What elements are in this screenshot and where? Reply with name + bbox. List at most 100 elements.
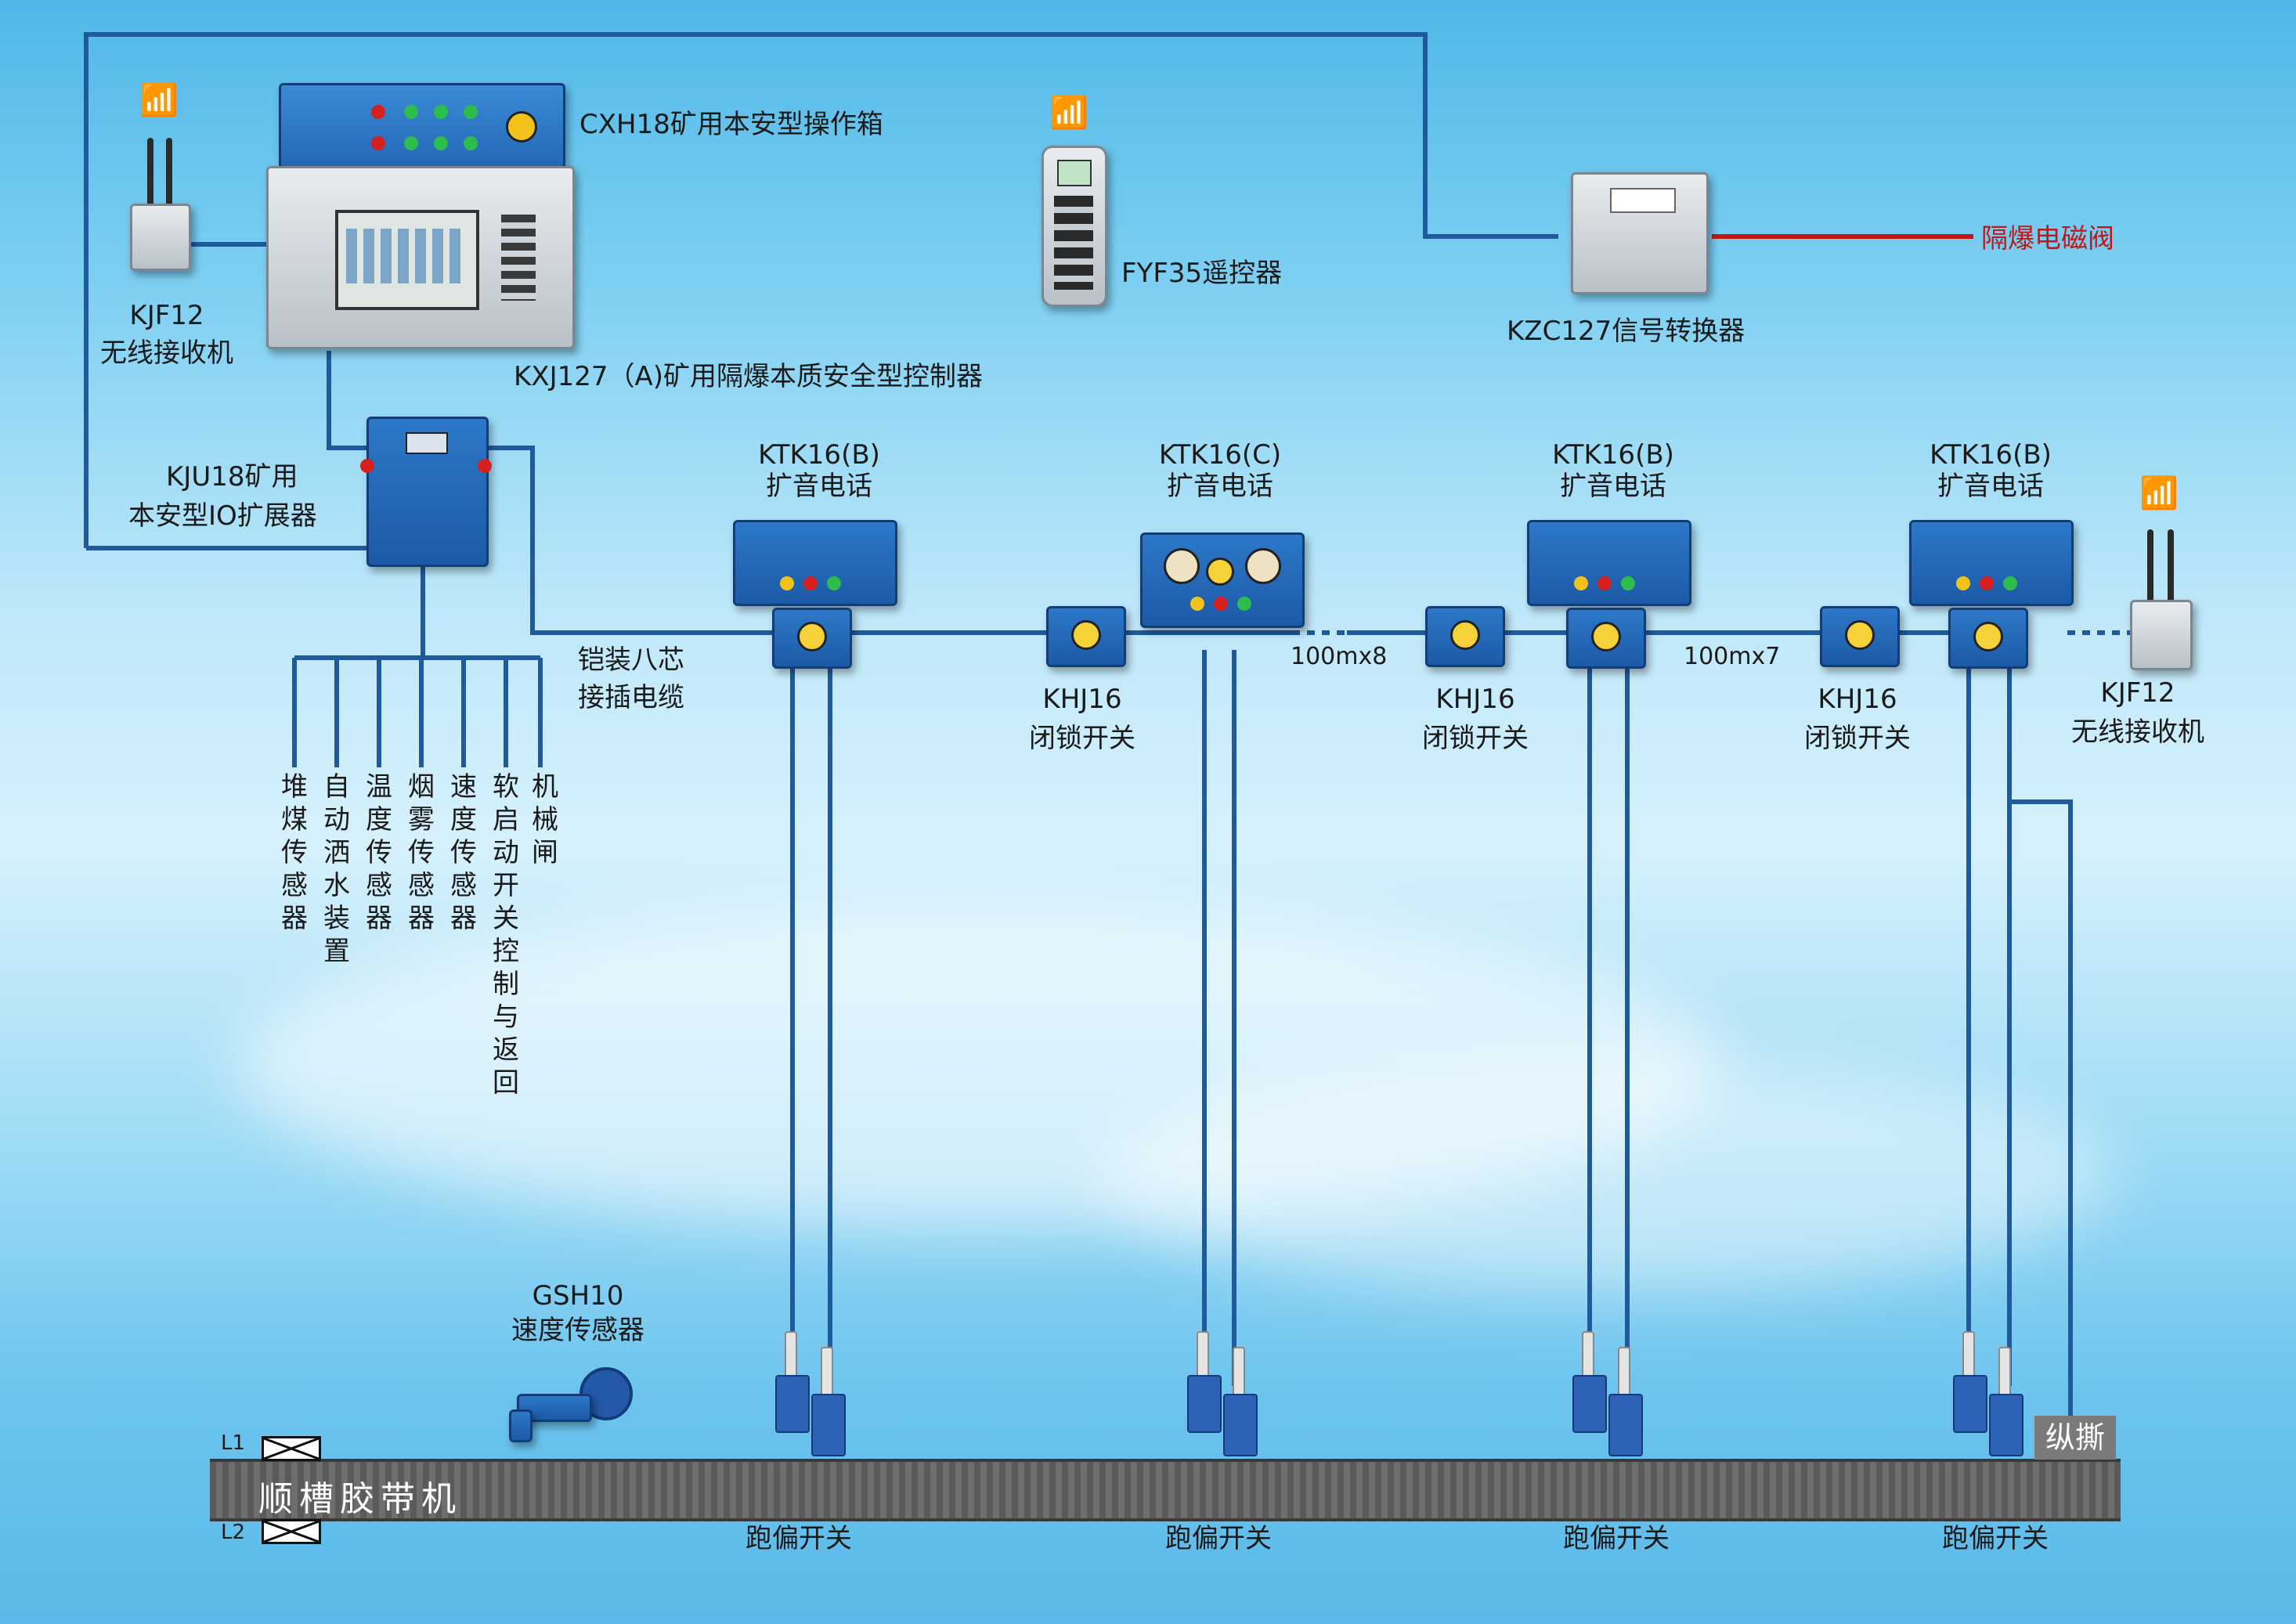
sensor-label: 速度传感器 bbox=[450, 771, 477, 934]
indicator-icon bbox=[1597, 576, 1612, 590]
phone-model: KTK16(C) bbox=[1158, 439, 1282, 471]
indicator-icon bbox=[1190, 597, 1204, 611]
phone-name: 扩音电话 bbox=[1937, 471, 2044, 502]
kju18-io-expander bbox=[360, 412, 493, 568]
speaker-icon bbox=[1591, 622, 1621, 651]
ktk16b-phone bbox=[1522, 517, 1695, 669]
deviation-label: 跑偏开关 bbox=[1563, 1523, 1670, 1554]
switch-icon bbox=[1450, 620, 1480, 650]
fyf35-remote: 📶 bbox=[1034, 94, 1112, 310]
indicator-icon bbox=[1956, 576, 1970, 590]
antenna-icon bbox=[147, 138, 153, 224]
deviation-label: 跑偏开关 bbox=[745, 1523, 852, 1554]
red-connector-icon bbox=[360, 459, 374, 473]
gsh10-name: 速度传感器 bbox=[511, 1315, 644, 1346]
fyf35-label: FYF35遥控器 bbox=[1121, 258, 1283, 289]
phone-model: KTK16(B) bbox=[1930, 439, 2052, 471]
deviation-switch-pair bbox=[775, 1323, 854, 1456]
antenna-icon bbox=[2147, 529, 2153, 623]
sensor-label: 机械闸 bbox=[532, 771, 558, 868]
gauge-icon bbox=[1245, 548, 1281, 584]
switch-icon bbox=[1845, 620, 1875, 650]
lock-model: KHJ16 bbox=[1435, 684, 1515, 715]
speaker-icon bbox=[797, 622, 827, 651]
span-label: 100mx8 bbox=[1291, 643, 1388, 670]
phone-model: KTK16(B) bbox=[1552, 439, 1674, 471]
span-label: 100mx7 bbox=[1684, 643, 1781, 670]
kxj127-controller bbox=[266, 166, 575, 349]
belt-label: 顺槽胶带机 bbox=[258, 1479, 462, 1519]
gsh10-speed-sensor bbox=[509, 1362, 634, 1442]
kju18-line2: 本安型IO扩展器 bbox=[128, 500, 317, 532]
cable-label-1: 铠装八芯 bbox=[578, 644, 684, 676]
sensor-label: 软启动开关控制与返回 bbox=[493, 771, 519, 1099]
l1-label: L1 bbox=[221, 1431, 246, 1455]
ktk16b-phone bbox=[728, 517, 901, 669]
sensor-label: 堆煤传感器 bbox=[281, 771, 308, 934]
kxj127-label: KXJ127（A)矿用隔爆本质安全型控制器 bbox=[514, 361, 984, 392]
indicator-icon bbox=[1574, 576, 1588, 590]
cxh18-operation-box bbox=[279, 83, 565, 169]
deviation-switch-pair bbox=[1187, 1323, 1265, 1456]
phone-name: 扩音电话 bbox=[1167, 471, 1273, 502]
wifi-icon: 📶 bbox=[2139, 475, 2179, 511]
controller-to-kju18-cable bbox=[327, 351, 368, 450]
cable-label-2: 接插电缆 bbox=[578, 682, 684, 713]
antenna-icon bbox=[2168, 529, 2174, 623]
gsh10-model: GSH10 bbox=[532, 1280, 624, 1312]
green-button-icon bbox=[434, 105, 448, 119]
ktk16c-phone bbox=[1135, 529, 1308, 655]
indicator-icon bbox=[2003, 576, 2017, 590]
green-button-icon bbox=[404, 136, 418, 150]
khj16-lock-switch bbox=[1042, 603, 1128, 667]
red-button-icon bbox=[371, 136, 385, 150]
lock-name: 闭锁开关 bbox=[1029, 723, 1135, 754]
roller-l1-icon bbox=[262, 1436, 321, 1461]
gauge-icon bbox=[1164, 548, 1200, 584]
speaker-icon bbox=[1973, 622, 2003, 651]
tear-label: 纵撕 bbox=[2034, 1416, 2116, 1460]
ktk16b-phone bbox=[1904, 517, 2077, 669]
green-button-icon bbox=[404, 105, 418, 119]
lock-name: 闭锁开关 bbox=[1804, 723, 1911, 754]
phone-model: KTK16(B) bbox=[758, 439, 880, 471]
indicator-icon bbox=[1621, 576, 1635, 590]
keypad-icon bbox=[1054, 196, 1093, 290]
khj16-lock-switch bbox=[1421, 603, 1507, 667]
green-button-icon bbox=[464, 136, 478, 150]
deviation-label: 跑偏开关 bbox=[1165, 1523, 1272, 1554]
controller-screen bbox=[335, 210, 479, 310]
cxh18-label: CXH18矿用本安型操作箱 bbox=[579, 109, 883, 140]
roller-l2-icon bbox=[262, 1519, 321, 1544]
red-button-icon bbox=[371, 105, 385, 119]
nameplate bbox=[1610, 188, 1676, 213]
tear-cable bbox=[2009, 799, 2073, 1417]
antenna-icon bbox=[166, 138, 172, 224]
key-switch-icon bbox=[506, 111, 537, 143]
kjf12-left-name: 无线接收机 bbox=[100, 337, 233, 369]
sensor-label: 自动洒水装置 bbox=[323, 771, 350, 967]
valve-label: 隔爆电磁阀 bbox=[1981, 223, 2114, 254]
background-glow bbox=[1096, 1057, 2114, 1292]
indicator-icon bbox=[1237, 597, 1251, 611]
switch-icon bbox=[1071, 620, 1101, 650]
wifi-icon: 📶 bbox=[1049, 95, 1088, 131]
indicator-icon bbox=[1980, 576, 1994, 590]
indicator-icon bbox=[827, 576, 841, 590]
khj16-lock-switch bbox=[1815, 603, 1901, 667]
wifi-icon: 📶 bbox=[139, 82, 179, 118]
remote-screen bbox=[1057, 160, 1092, 186]
deviation-switch-pair bbox=[1953, 1323, 2031, 1456]
belt-conveyor bbox=[210, 1459, 2121, 1521]
expander-screen bbox=[406, 432, 448, 454]
lock-name: 闭锁开关 bbox=[1422, 723, 1529, 754]
main-armored-cable bbox=[486, 446, 1292, 635]
sensor-label: 烟雾传感器 bbox=[408, 771, 435, 934]
green-button-icon bbox=[464, 105, 478, 119]
phone-name: 扩音电话 bbox=[1560, 471, 1666, 502]
kjf12-right-receiver: 📶 bbox=[2122, 475, 2197, 670]
green-button-icon bbox=[434, 136, 448, 150]
indicator-icon bbox=[803, 576, 818, 590]
kjf12-left-receiver: 📶 bbox=[124, 78, 194, 274]
